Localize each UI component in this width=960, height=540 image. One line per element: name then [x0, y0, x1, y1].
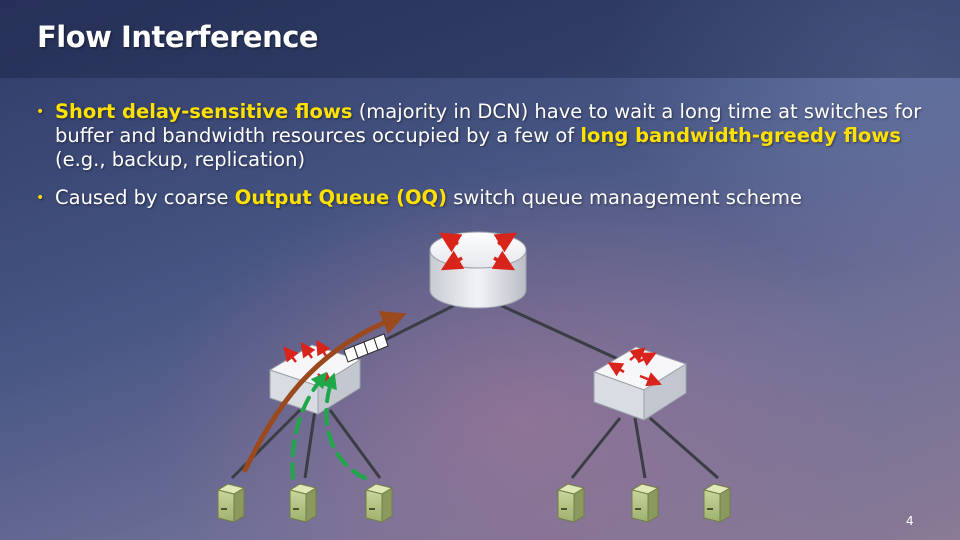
short-flow-1	[290, 371, 328, 480]
link-core-right	[499, 303, 621, 362]
router-icon	[429, 231, 527, 309]
server-icon	[702, 483, 732, 523]
switch-icon	[592, 346, 688, 421]
page-number: 4	[906, 514, 914, 528]
highlight-short-flows: Short delay-sensitive flows	[55, 100, 353, 123]
bullet-text: Caused by coarse	[55, 186, 235, 209]
bullet-text: (majority in DCN) have to wait a long ti…	[55, 100, 922, 147]
highlight-output-queue: Output Queue (OQ)	[234, 186, 448, 209]
bullet-text: switch queue management scheme	[447, 186, 803, 209]
highlight-long-flows: long bandwidth-greedy flows	[580, 124, 901, 147]
bullet-item: • Short delay-sensitive flows (majority …	[36, 100, 936, 172]
network-links	[230, 303, 719, 480]
bullet-list: • Short delay-sensitive flows (majority …	[36, 100, 936, 224]
slide-title: Flow Interference	[37, 20, 319, 54]
bullet-dot-icon: •	[36, 190, 45, 206]
short-flow-arrows	[290, 371, 367, 480]
link-right-server5	[633, 417, 647, 479]
bullet-dot-icon: •	[36, 104, 45, 120]
link-left-server3	[328, 409, 382, 479]
link-left-server1	[230, 408, 302, 480]
bullet-item: • Caused by coarse Output Queue (OQ) swi…	[36, 186, 936, 210]
short-flow-2	[321, 372, 367, 480]
output-queue-icon	[343, 333, 389, 363]
server-icon	[630, 483, 660, 523]
server-icon	[216, 483, 246, 523]
title-bar	[0, 0, 960, 78]
server-icon	[364, 483, 394, 523]
long-flow-arrow	[242, 311, 407, 473]
server-icon	[556, 483, 586, 523]
server-icon	[288, 483, 318, 523]
link-right-server4	[570, 417, 622, 479]
bullet-text: (e.g., backup, replication)	[55, 148, 306, 171]
link-left-server2	[303, 409, 317, 479]
link-right-server6	[649, 416, 719, 480]
